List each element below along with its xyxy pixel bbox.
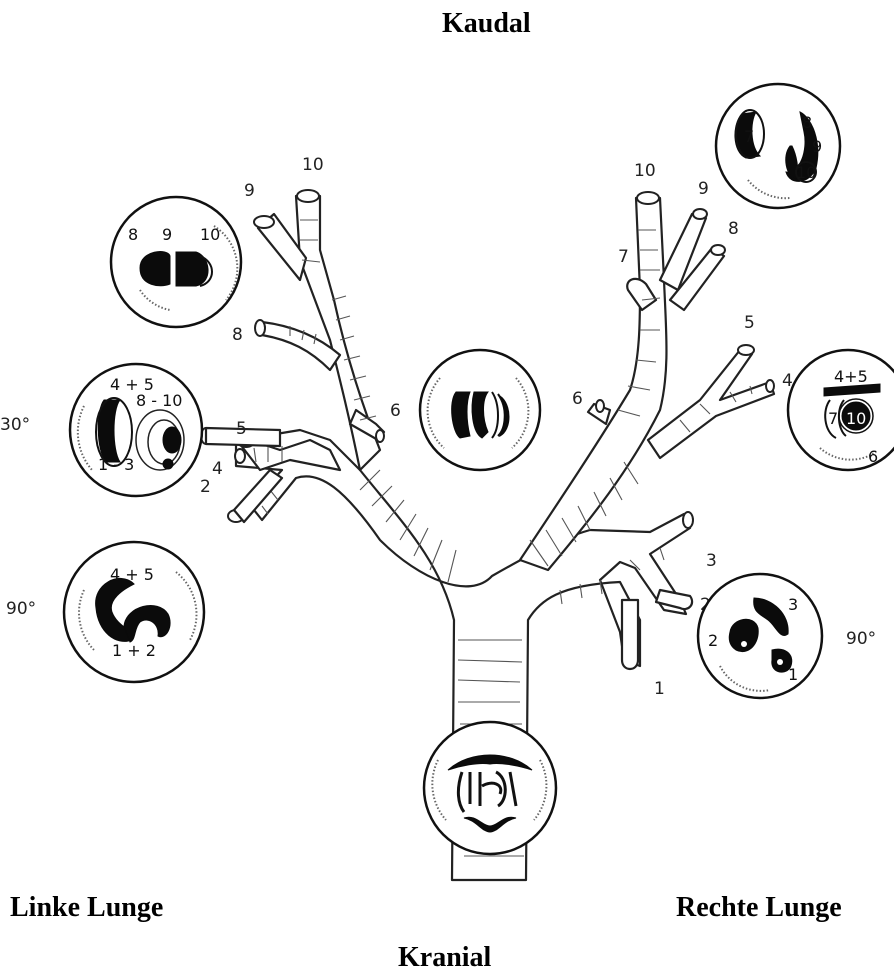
disk-lbl-right-upper-10: 10 — [796, 163, 816, 182]
label-left-4: 4 — [212, 459, 223, 479]
disk-lbl-left-mid-13: 1 - 3 — [98, 455, 134, 474]
endoscopic-view-carina — [424, 722, 556, 854]
disk-lbl-right-low-3: 3 — [788, 595, 798, 614]
label-right-3: 3 — [706, 551, 717, 571]
endoscopic-view-left-lower: 4 + 5 1 + 2 — [64, 542, 204, 682]
label-right-8: 8 — [728, 219, 739, 239]
label-left-5: 5 — [236, 419, 247, 439]
label-right-5: 5 — [744, 313, 755, 333]
right-branch-1 — [622, 600, 638, 669]
angle-left-90: 90° — [6, 599, 36, 619]
endoscopic-view-left-middle: 4 + 5 8 - 10 1 - 3 — [70, 364, 202, 496]
label-right-9: 9 — [698, 179, 709, 199]
endoscopic-view-right-lower: 3 2 1 — [698, 574, 822, 698]
right-main-bronchus — [520, 198, 667, 570]
disk-lbl-right-mid-6: 6 — [868, 447, 878, 466]
disk-lbl-right-low-2: 2 — [708, 631, 718, 650]
disk-lbl-right-upper-8: 8 — [802, 113, 812, 132]
disk-lbl-right-mid-45: 4+5 — [834, 367, 868, 386]
label-left-9: 9 — [244, 181, 255, 201]
disk-lbl-right-low-1: 1 — [788, 665, 798, 684]
disk-lbl-left-mid-810: 8 - 10 — [136, 391, 182, 410]
label-right-10: 10 — [634, 161, 656, 181]
disk-lbl-left-upper-8: 8 — [128, 225, 138, 244]
endoscopic-view-right-mid: 4+5 7 10 6 — [788, 350, 894, 470]
angle-left-30: 30° — [0, 415, 30, 435]
endoscopic-view-center — [420, 350, 540, 470]
disk-lbl-left-low-45: 4 + 5 — [110, 565, 154, 584]
disk-lbl-right-upper-9: 9 — [812, 137, 822, 156]
disk-lbl-left-upper-9: 9 — [162, 225, 172, 244]
endoscopic-view-left-upper: 8 9 10 — [111, 197, 241, 327]
label-left-6: 6 — [390, 401, 401, 421]
disk-lbl-left-low-12: 1 + 2 — [112, 641, 156, 660]
angle-right-90: 90° — [846, 629, 876, 649]
label-right-7: 7 — [618, 247, 629, 267]
disk-lbl-left-upper-10: 10 — [200, 225, 220, 244]
label-left-10: 10 — [302, 155, 324, 175]
label-right-1: 1 — [654, 679, 665, 699]
label-right-6: 6 — [572, 389, 583, 409]
label-left-2: 2 — [200, 477, 211, 497]
label-left-8: 8 — [232, 325, 243, 345]
disk-lbl-right-mid-10: 10 — [846, 409, 866, 428]
disk-lbl-right-mid-7: 7 — [828, 409, 838, 428]
disk-lbl-right-upper-7: 7 — [744, 127, 754, 146]
endoscopic-view-right-upper: 7 8 9 10 — [716, 84, 840, 208]
